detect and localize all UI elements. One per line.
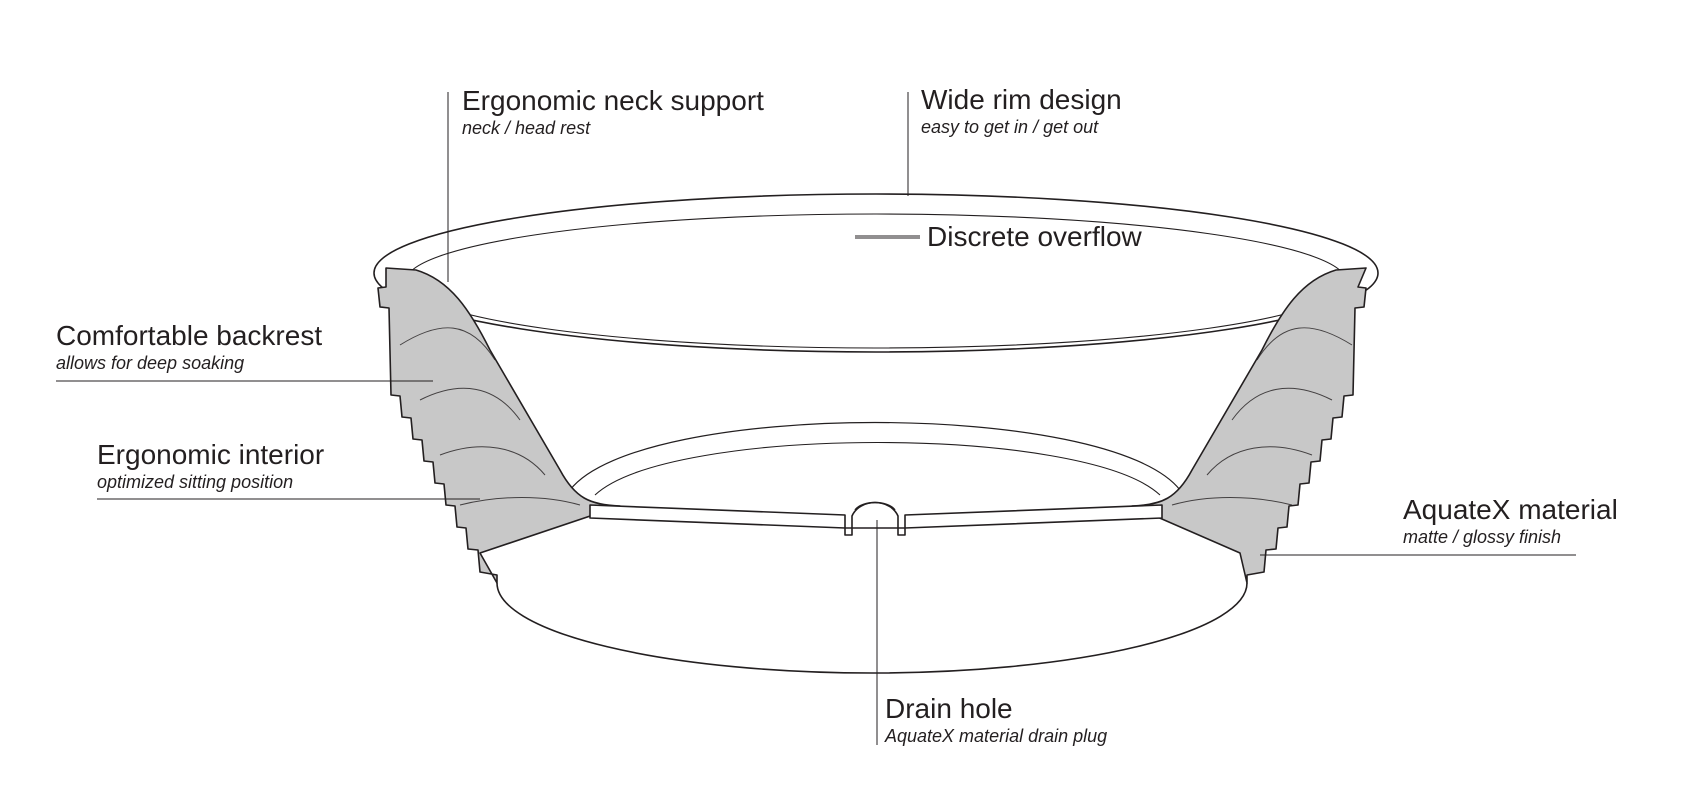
interior-callout: Ergonomic interior optimized sitting pos… <box>97 439 324 493</box>
overflow-title: Discrete overflow <box>927 221 1142 252</box>
neck-title: Ergonomic neck support <box>462 85 764 116</box>
backrest-callout: Comfortable backrest allows for deep soa… <box>56 320 322 374</box>
material-callout: AquateX material matte / glossy finish <box>1403 494 1618 548</box>
rim-title: Wide rim design <box>921 84 1122 115</box>
material-title: AquateX material <box>1403 494 1618 525</box>
left-section <box>377 267 621 584</box>
interior-title: Ergonomic interior <box>97 439 325 470</box>
floor-back-line-inner <box>594 442 1161 496</box>
neck-subtitle: neck / head rest <box>462 118 591 138</box>
drain-hole-shape <box>854 501 896 511</box>
overflow-callout: Discrete overflow <box>927 221 1142 253</box>
floor-back-line-outer <box>569 421 1181 491</box>
rim-outer-ellipse <box>373 193 1379 353</box>
drain-callout: Drain hole AquateX material drain plug <box>885 693 1107 747</box>
left-ring-3 <box>439 446 546 476</box>
backrest-subtitle: allows for deep soaking <box>56 353 245 373</box>
rim-callout: Wide rim design easy to get in / get out <box>921 84 1122 138</box>
drain-title: Drain hole <box>885 693 1013 724</box>
material-subtitle: matte / glossy finish <box>1403 527 1562 547</box>
drain-subtitle: AquateX material drain plug <box>885 726 1108 746</box>
interior-subtitle: optimized sitting position <box>97 472 294 492</box>
right-ring-3 <box>1206 446 1313 476</box>
right-section <box>1131 267 1367 584</box>
backrest-title: Comfortable backrest <box>56 320 323 351</box>
neck-callout: Ergonomic neck support neck / head rest <box>462 85 764 139</box>
right-ring-2 <box>1231 387 1333 421</box>
right-ring-1 <box>1256 327 1353 361</box>
base-ellipse <box>496 582 1248 674</box>
left-ring-2 <box>419 387 521 421</box>
rim-subtitle: easy to get in / get out <box>921 117 1099 137</box>
left-ring-4 <box>459 497 581 506</box>
rim-inner-ellipse <box>405 213 1347 349</box>
left-ring-1 <box>399 327 496 361</box>
floor-section <box>589 501 1163 536</box>
right-ring-4 <box>1171 497 1293 506</box>
